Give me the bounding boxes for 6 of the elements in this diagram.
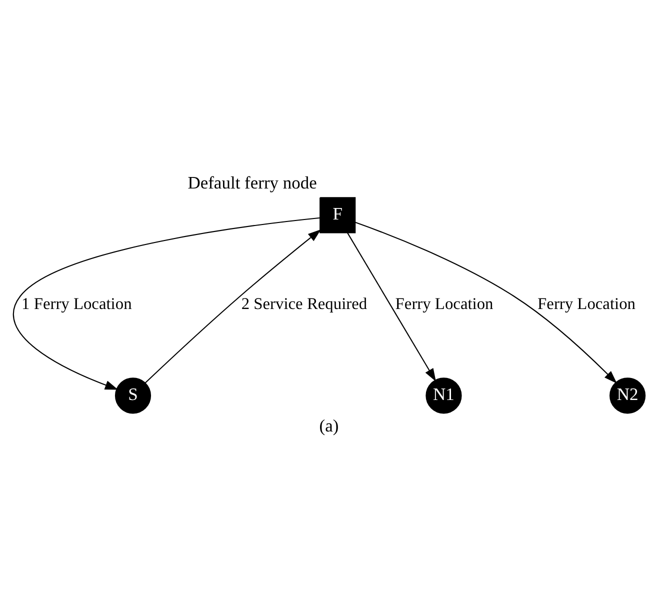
edge-label: Ferry Location (395, 294, 494, 313)
node-text: F Default ferry node (188, 172, 342, 223)
edge-label: 1 Ferry Location (22, 294, 132, 313)
edge-label: 2 Service Required (241, 294, 368, 313)
edge-label: Ferry Location (538, 294, 636, 313)
caption: (a) (319, 415, 339, 436)
